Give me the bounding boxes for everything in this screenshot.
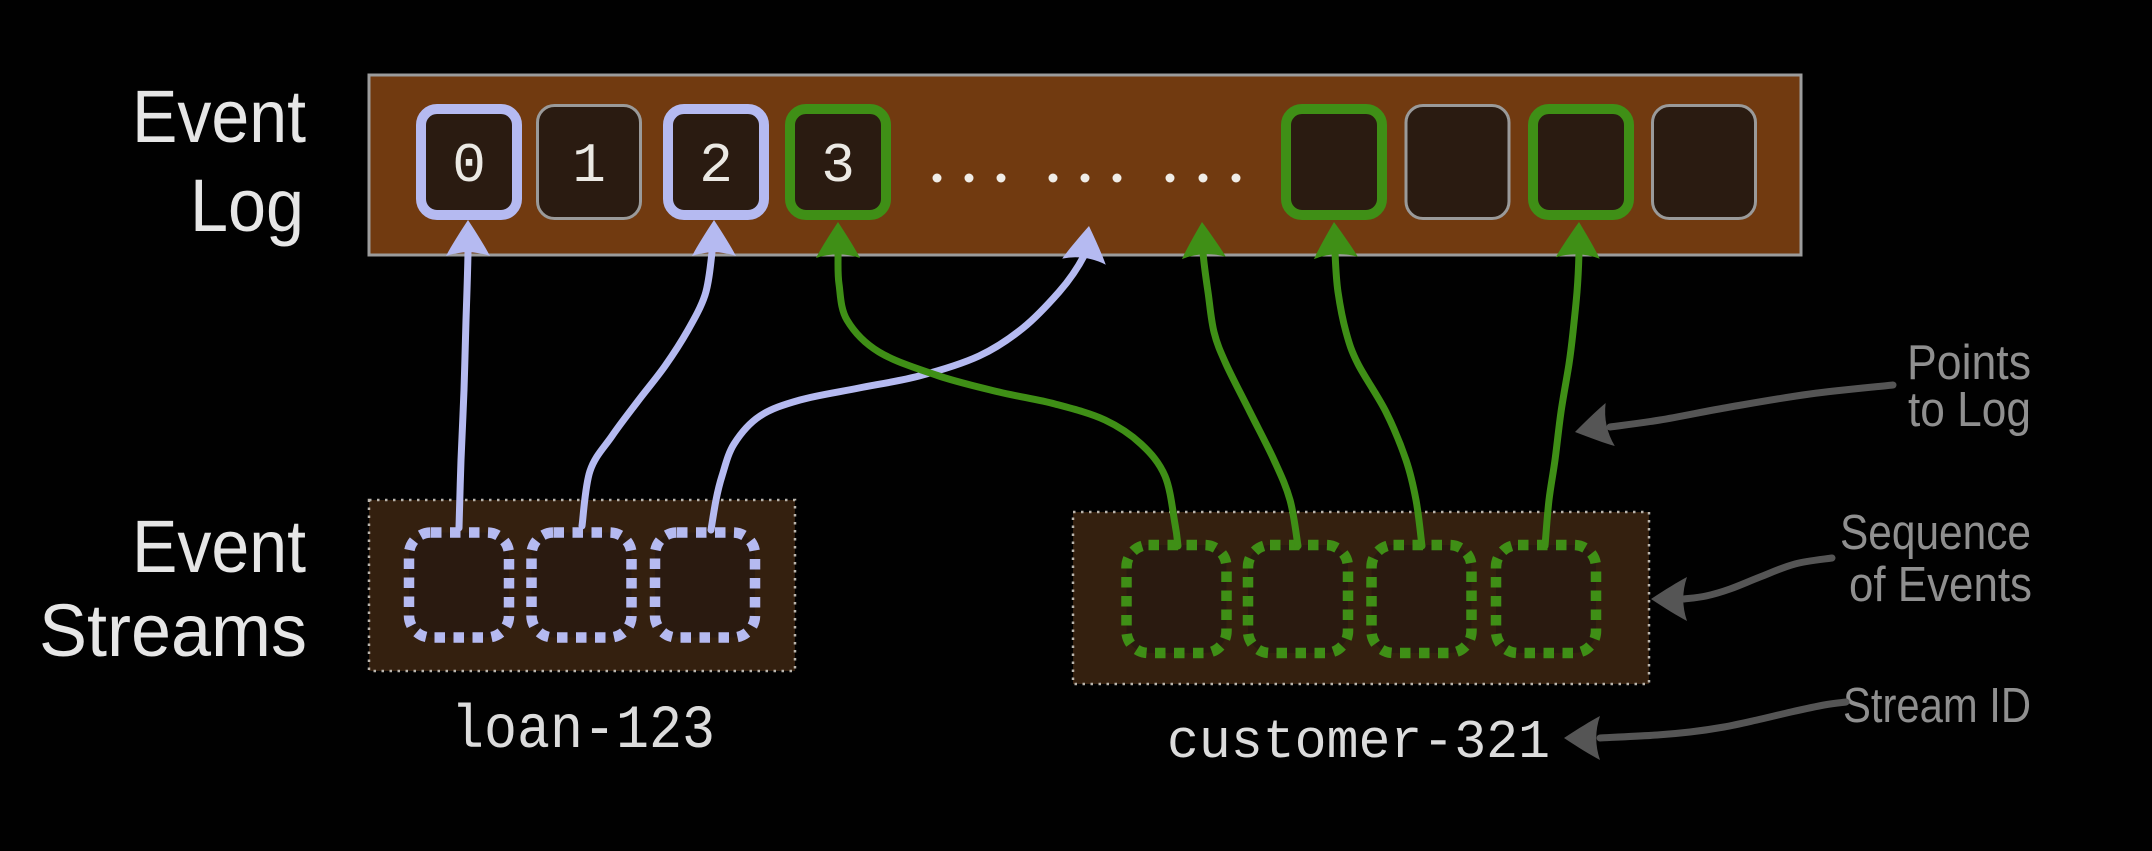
svg-text:of Events: of Events (1849, 558, 2032, 612)
svg-text:Event: Event (132, 505, 306, 588)
svg-text:loan-123: loan-123 (451, 697, 715, 766)
svg-text:to Log: to Log (1908, 383, 2031, 437)
svg-text:3: 3 (821, 134, 855, 198)
svg-text:Event: Event (132, 75, 306, 158)
svg-text:customer-321: customer-321 (1167, 711, 1550, 774)
svg-text:0: 0 (452, 134, 486, 198)
svg-text:Stream ID: Stream ID (1843, 679, 2031, 733)
svg-text:Log: Log (190, 164, 304, 247)
svg-text:Points: Points (1907, 336, 2031, 390)
svg-text:Streams: Streams (39, 589, 307, 672)
svg-text:1: 1 (572, 134, 606, 198)
svg-text:Sequence: Sequence (1840, 506, 2031, 560)
svg-text:2: 2 (699, 134, 733, 198)
